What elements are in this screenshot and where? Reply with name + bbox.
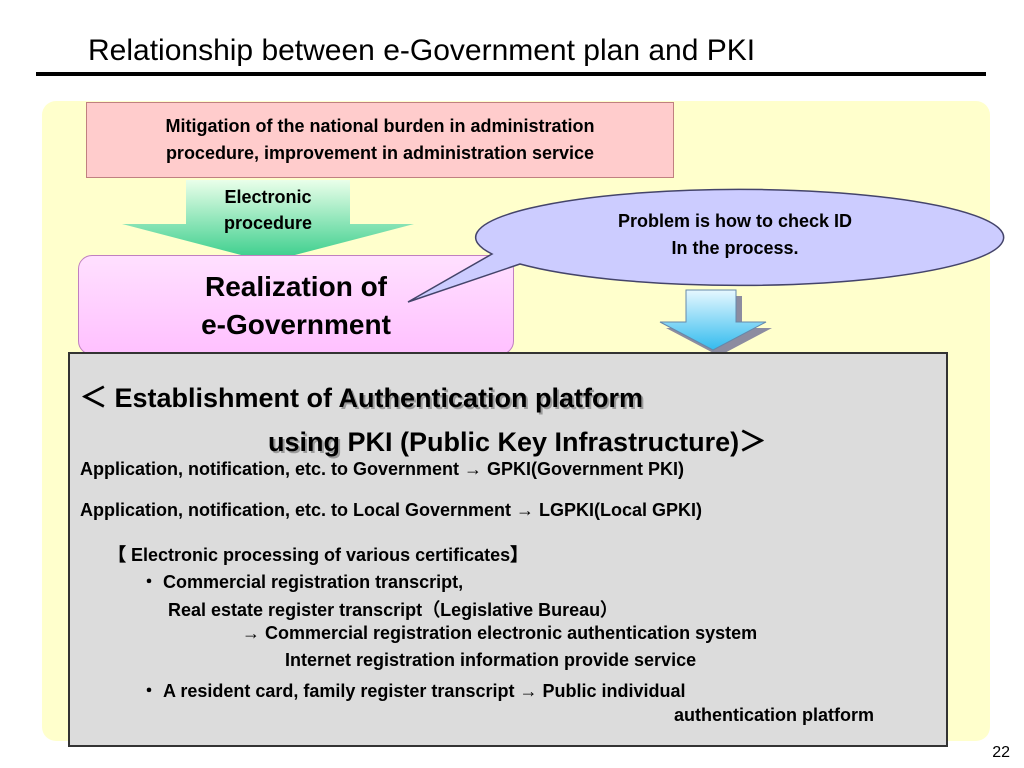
platform-heading-line2: using PKI (Public Key Infrastructure)＞ [268, 420, 766, 459]
callout-bubble-line2: In the process. [671, 238, 799, 258]
national-burden-line2: procedure, improvement in administration… [165, 143, 595, 163]
egov-realization-box [78, 255, 514, 355]
government-pki-line: Application, notification, etc. to Gover… [80, 459, 685, 479]
heading-part1: Establishment of [107, 383, 339, 413]
electronic-procedure-line2: procedure [223, 213, 313, 233]
electronic-procedure-line1: Electronic [224, 187, 312, 207]
electronic-procedure-arrow [122, 180, 414, 262]
down-arrow [659, 289, 767, 351]
callout-bubble [407, 188, 1005, 303]
national-burden-box: Mitigation of the national burden in adm… [86, 102, 674, 178]
title-underline [36, 72, 986, 76]
local-government-pki-line: Application, notification, etc. to Local… [80, 500, 703, 520]
egov-realization-line1: Realization of [204, 271, 387, 302]
platform-heading-line1: ＜ Establishment of Authentication platfo… [80, 376, 643, 415]
certificates-heading: 【 Electronic processing of various certi… [108, 545, 529, 565]
electronic-procedure-label: Electronic procedure [186, 184, 350, 236]
heading-part2: Authentication platform [338, 383, 644, 413]
slide-title: Relationship between e-Government plan a… [88, 34, 756, 67]
callout-bubble-line1: Problem is how to check ID [617, 211, 853, 231]
egov-realization-line2: e-Government [201, 309, 391, 340]
heading-part3: using [268, 427, 340, 457]
authentication-platform-box [68, 352, 948, 747]
national-burden-line1: Mitigation of the national burden in adm… [165, 116, 595, 136]
bullet2-line1: ・ A resident card, family register trans… [140, 681, 686, 701]
callout-bubble-text: Problem is how to check ID In the proces… [540, 208, 930, 262]
page-number: 22 [992, 744, 1010, 761]
bullet1-line2: Real estate register transcript（Legislat… [168, 600, 619, 620]
bullet1-line1: ・ Commercial registration transcript, [140, 572, 464, 592]
result1-line2: Internet registration information provid… [285, 650, 697, 670]
egov-realization-text: Realization of e-Government [78, 268, 514, 344]
result1-line1: → Commercial registration electronic aut… [242, 623, 758, 643]
heading-bracket-close: ＞ [739, 427, 767, 457]
heading-part4: PKI (Public Key Infrastructure) [340, 427, 740, 457]
bullet2-line2: authentication platform [674, 705, 875, 725]
heading-bracket-open: ＜ [80, 383, 107, 413]
